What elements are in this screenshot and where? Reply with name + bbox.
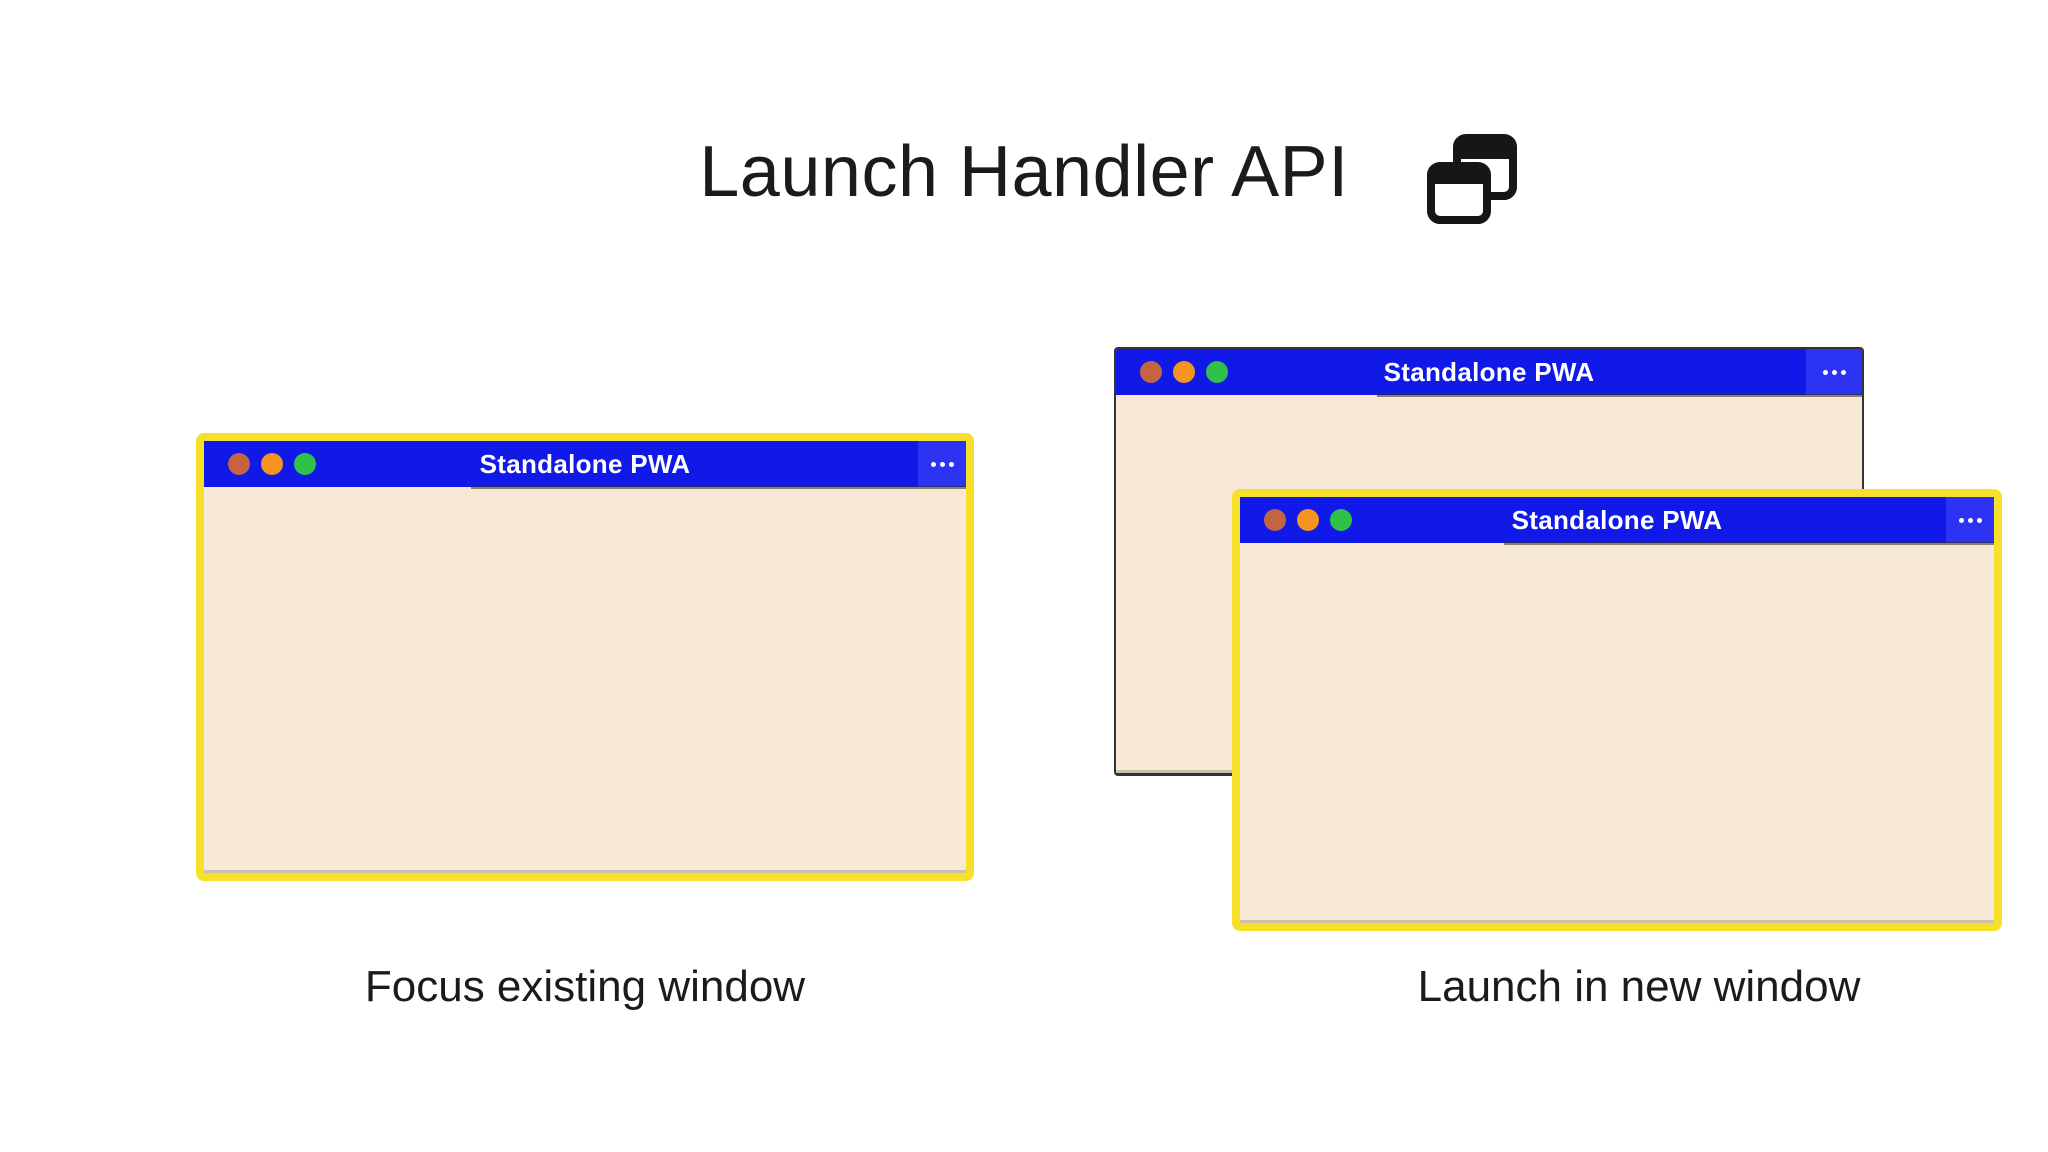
minimize-button[interactable] xyxy=(261,453,283,475)
close-button[interactable] xyxy=(1140,361,1162,383)
ellipsis-icon xyxy=(1967,517,1973,523)
window-content-area xyxy=(1240,543,1994,923)
minimize-button[interactable] xyxy=(1173,361,1195,383)
ellipsis-icon xyxy=(1822,369,1828,375)
menu-button[interactable] xyxy=(1806,349,1862,395)
overlapping-windows-icon xyxy=(1427,134,1517,224)
ellipsis-icon xyxy=(948,461,954,467)
ellipsis-icon xyxy=(1976,517,1982,523)
window-controls xyxy=(1116,361,1228,383)
maximize-button[interactable] xyxy=(1330,509,1352,531)
pwa-window-focused-existing: Standalone PWA xyxy=(196,433,974,881)
ellipsis-icon xyxy=(1958,517,1964,523)
window-title: Standalone PWA xyxy=(479,448,691,479)
ellipsis-icon xyxy=(1831,369,1837,375)
close-button[interactable] xyxy=(228,453,250,475)
ellipsis-icon xyxy=(1840,369,1846,375)
minimize-button[interactable] xyxy=(1297,509,1319,531)
close-button[interactable] xyxy=(1264,509,1286,531)
caption-focus-existing: Focus existing window xyxy=(364,962,806,1011)
caption-launch-new: Launch in new window xyxy=(1417,962,1861,1011)
window-content-area xyxy=(204,487,966,873)
maximize-button[interactable] xyxy=(1206,361,1228,383)
window-titlebar: Standalone PWA xyxy=(204,441,966,489)
menu-button[interactable] xyxy=(1946,497,1994,543)
window-title: Standalone PWA xyxy=(1383,356,1595,387)
ellipsis-icon xyxy=(939,461,945,467)
page-title: Launch Handler API xyxy=(699,132,1349,212)
maximize-button[interactable] xyxy=(294,453,316,475)
menu-button[interactable] xyxy=(918,441,966,487)
ellipsis-icon xyxy=(930,461,936,467)
pwa-window-new-focused: Standalone PWA xyxy=(1232,489,2002,931)
window-controls xyxy=(1240,509,1352,531)
window-titlebar: Standalone PWA xyxy=(1240,497,1994,545)
window-title: Standalone PWA xyxy=(1511,504,1723,535)
window-titlebar: Standalone PWA xyxy=(1116,349,1862,397)
window-controls xyxy=(204,453,316,475)
